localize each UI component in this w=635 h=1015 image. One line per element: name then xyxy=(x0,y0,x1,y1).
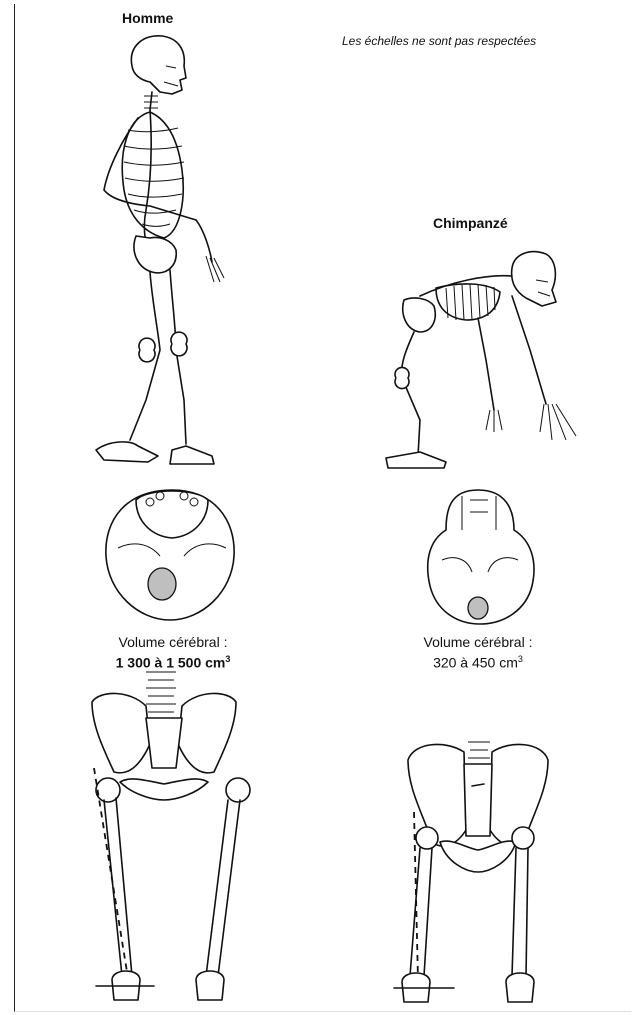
human-skeleton xyxy=(96,36,224,464)
chimp-volume-exponent: 3 xyxy=(518,654,523,664)
chimp-brain-volume: Volume cérébral : 320 à 450 cm3 xyxy=(388,634,568,672)
chimp-pelvis-legs xyxy=(394,742,548,1002)
chimp-volume-value: 320 à 450 cm3 xyxy=(388,651,568,672)
chimp-volume-number: 320 à 450 cm xyxy=(433,655,518,671)
human-pelvis-legs xyxy=(92,672,250,1000)
human-volume-exponent: 3 xyxy=(225,654,230,664)
human-volume-number: 1 300 à 1 500 cm xyxy=(116,655,226,671)
human-skull-base xyxy=(106,490,234,620)
chimp-skull-base xyxy=(428,490,534,624)
human-volume-label: Volume cérébral : xyxy=(78,634,268,651)
chimp-skeleton xyxy=(386,252,576,468)
chimp-volume-label: Volume cérébral : xyxy=(388,634,568,651)
human-volume-value: 1 300 à 1 500 cm3 xyxy=(78,651,268,672)
human-brain-volume: Volume cérébral : 1 300 à 1 500 cm3 xyxy=(78,634,268,672)
